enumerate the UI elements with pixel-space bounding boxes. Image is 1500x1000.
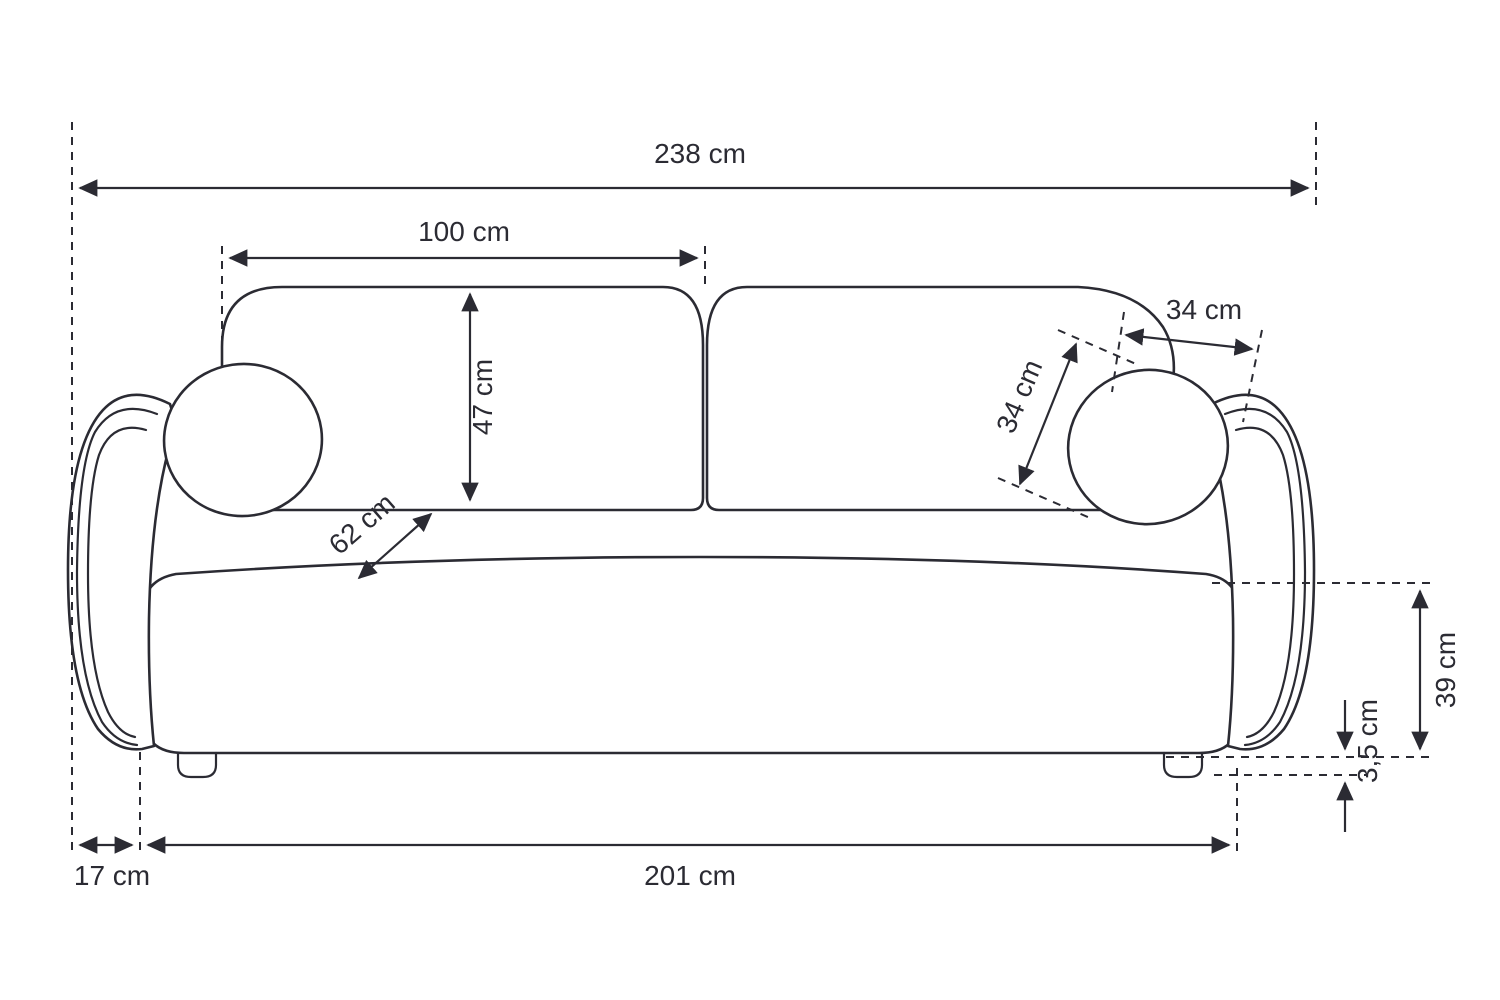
sofa-outline [66, 285, 1316, 779]
right-armrest-seam-outer [1223, 407, 1307, 747]
seat-base [141, 555, 1242, 755]
dim-label-armrest-width: 17 cm [74, 860, 150, 891]
dim-label-seat-width: 201 cm [644, 860, 736, 891]
dim-label-pillow-width: 34 cm [1166, 294, 1242, 325]
dim-label-base-height: 39 cm [1430, 632, 1461, 708]
right-leg [1162, 751, 1204, 779]
dim-label-backrest-width: 100 cm [418, 216, 510, 247]
guide-pillow-width-right [1242, 329, 1263, 423]
right-armrest-seam-inner [1234, 426, 1296, 739]
dim-arrow-pillow-width [1124, 328, 1254, 356]
guide-pillow-width-left [1111, 311, 1125, 393]
dim-arrow-pillow-depth [1018, 342, 1078, 486]
left-bolster-pillow [162, 362, 324, 518]
left-armrest-seam-outer [75, 407, 159, 747]
dim-label-total-width: 238 cm [654, 138, 746, 169]
guide-pillow-depth-bottom [997, 477, 1091, 519]
guide-lines [71, 122, 1436, 852]
left-armrest-seam-inner [86, 426, 148, 739]
left-leg [176, 751, 218, 779]
dim-label-leg-height: 3,5 cm [1352, 699, 1383, 783]
dim-arrow-seat-depth [357, 512, 433, 580]
dimension-lines [78, 179, 1429, 854]
dim-label-backrest-height: 47 cm [467, 359, 498, 435]
